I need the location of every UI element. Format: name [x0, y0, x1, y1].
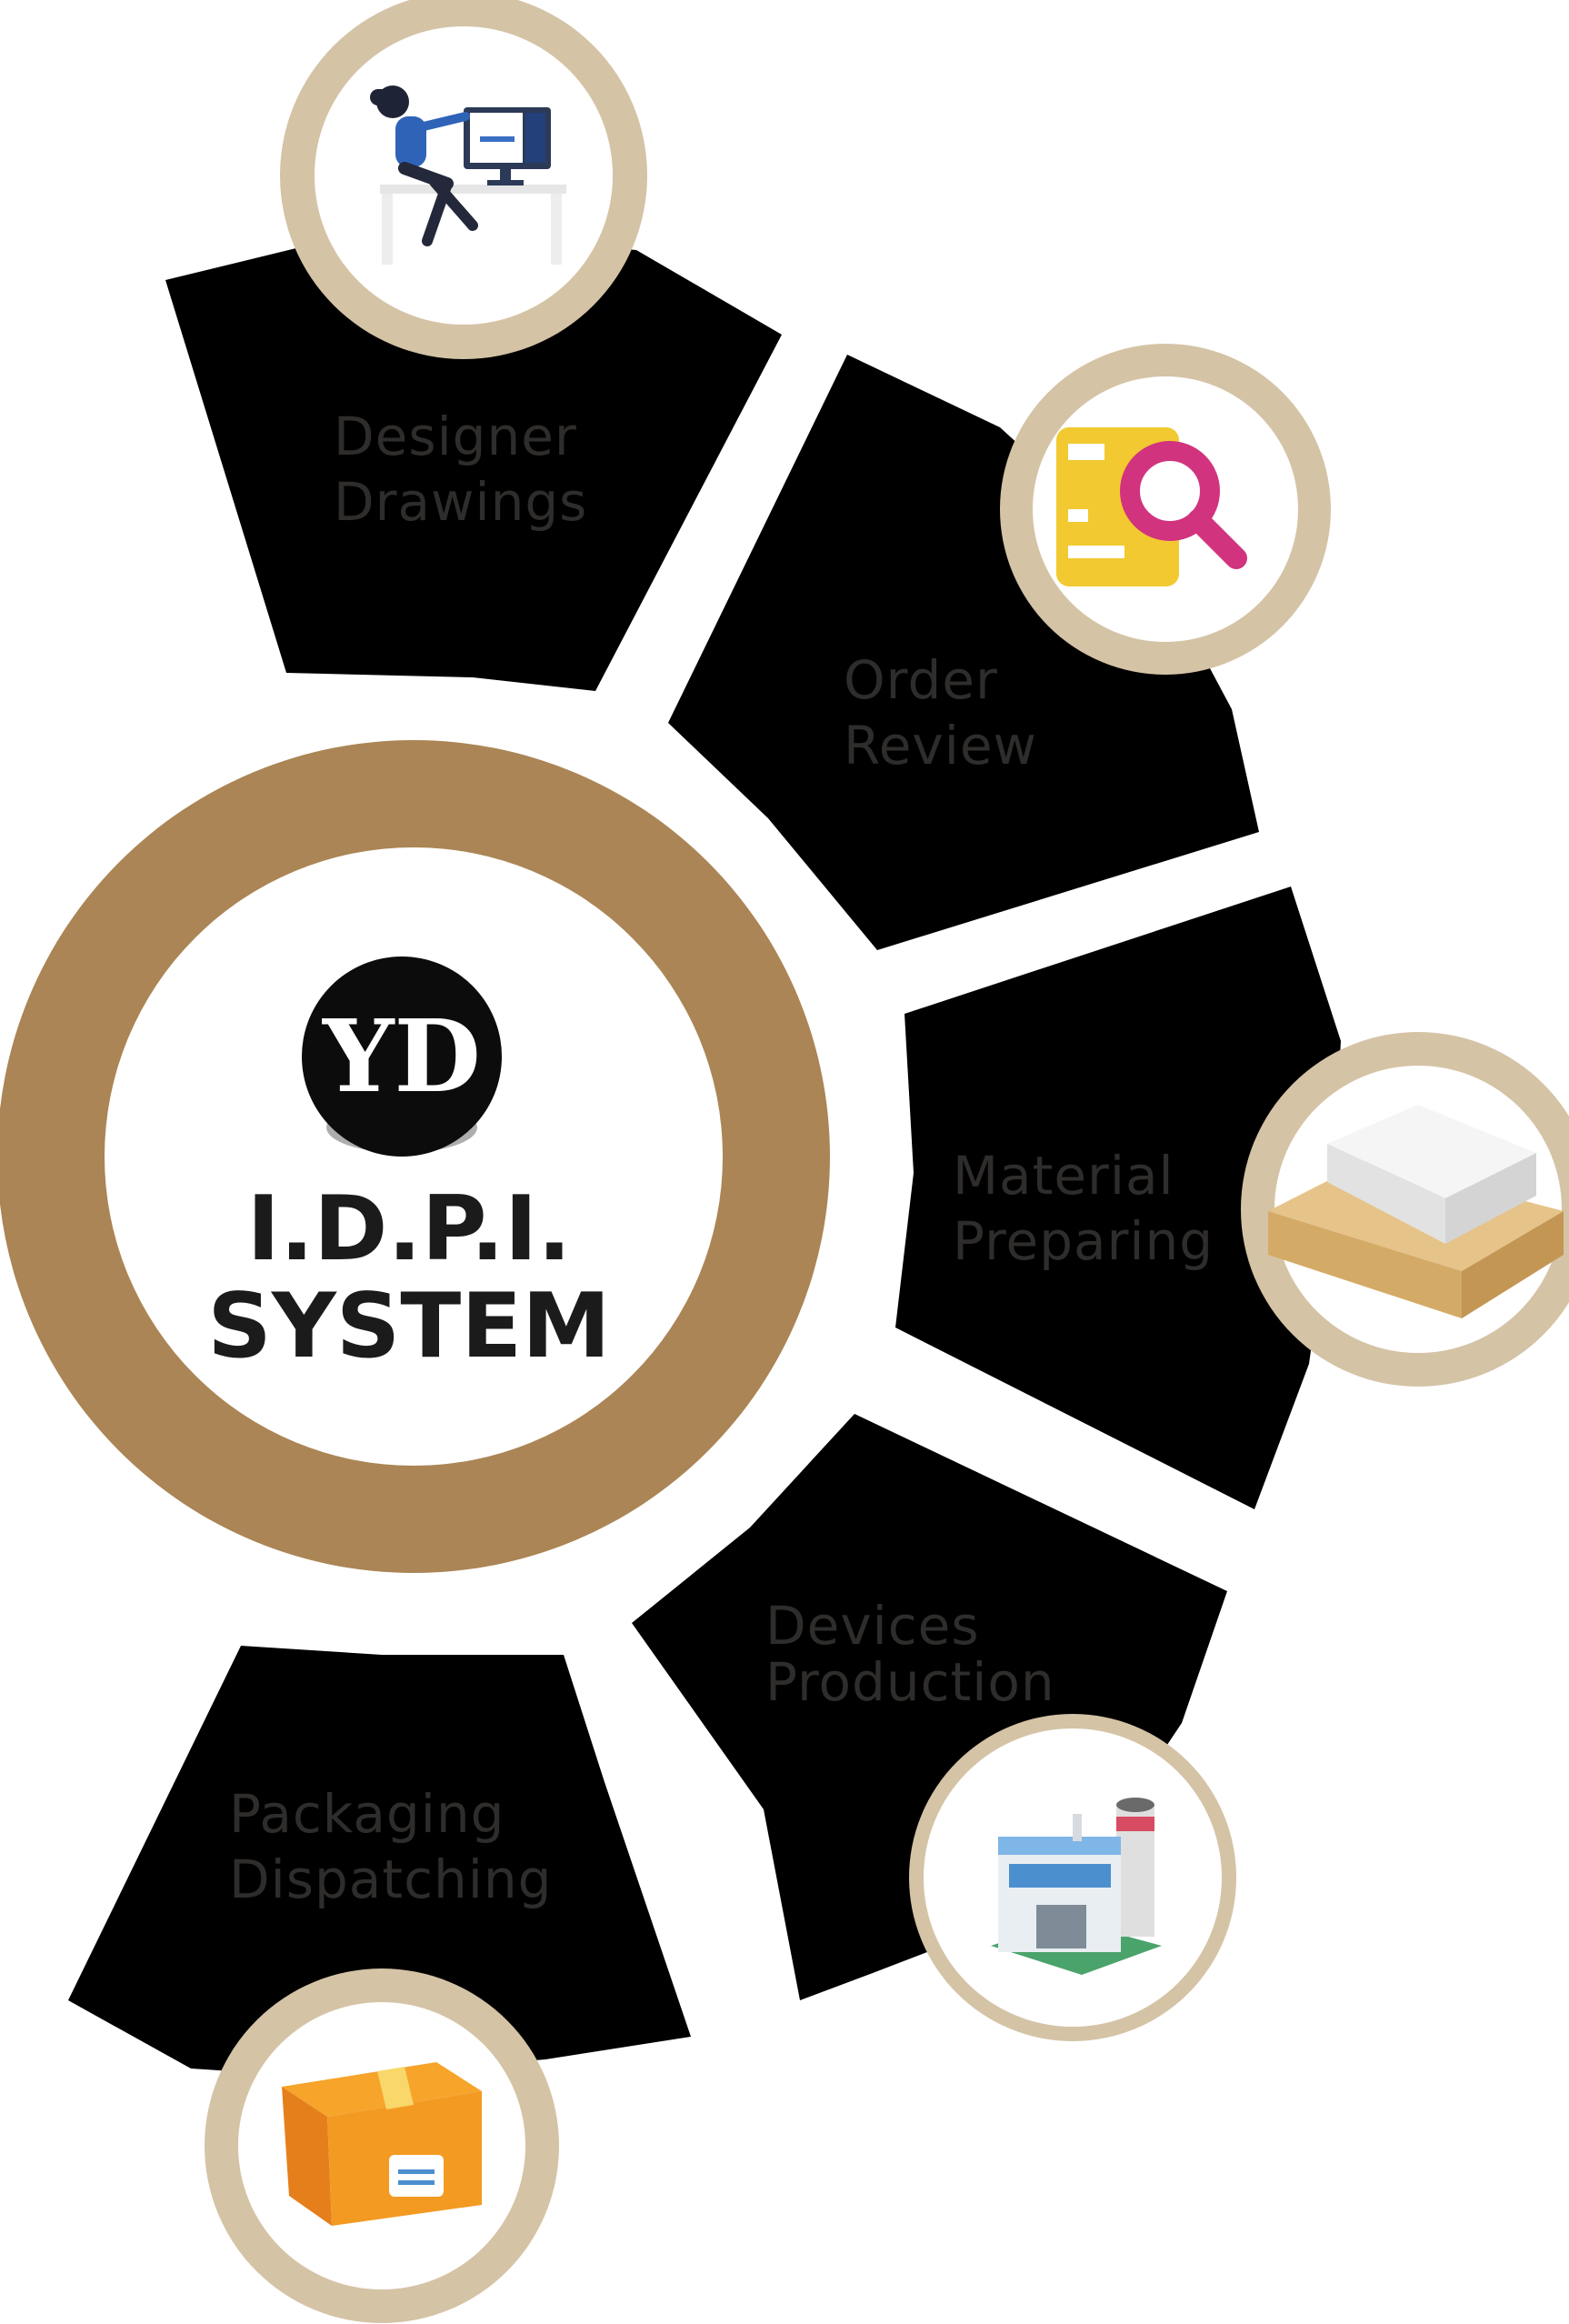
icon-circle-order-review — [1000, 344, 1331, 675]
board-materials-icon — [1268, 1105, 1564, 1318]
cardboard-box-icon — [282, 2062, 482, 2226]
icon-circle-material-preparing — [1241, 1032, 1569, 1387]
segment-order-review — [668, 355, 1259, 950]
label-material-preparing-line1: Material — [953, 1145, 1174, 1207]
label-material-preparing-line2: Preparing — [953, 1210, 1214, 1272]
icon-circle-packaging-dispatching — [205, 1968, 559, 2323]
label-order-review-line2: Review — [844, 715, 1037, 776]
label-designer-drawings-line1: Designer — [334, 406, 577, 467]
label-devices-production-line2: Production — [765, 1651, 1055, 1713]
logo-text: YD — [322, 997, 481, 1115]
segment-packaging-dispatching — [68, 1646, 691, 2078]
center-title-line2: SYSTEM — [207, 1275, 610, 1378]
factory-icon — [991, 1798, 1162, 1975]
label-packaging-dispatching-line1: Packaging — [229, 1783, 505, 1845]
center-title-line1: I.D.P.I. — [246, 1177, 571, 1281]
document-magnifier-icon — [1056, 427, 1247, 586]
label-designer-drawings-line2: Drawings — [334, 471, 587, 533]
yd-logo: YD — [302, 957, 502, 1157]
center-disc — [105, 847, 723, 1466]
label-packaging-dispatching-line2: Dispatching — [229, 1848, 552, 1910]
label-order-review-line1: Order — [844, 649, 998, 711]
icon-circle-devices-production — [909, 1714, 1236, 2041]
label-devices-production-line1: Devices — [765, 1595, 980, 1657]
icon-circle-designer-drawings — [280, 0, 647, 359]
designer-at-computer-icon — [370, 85, 566, 265]
segment-designer-drawings — [165, 227, 782, 691]
segment-material-preparing — [895, 887, 1341, 1509]
